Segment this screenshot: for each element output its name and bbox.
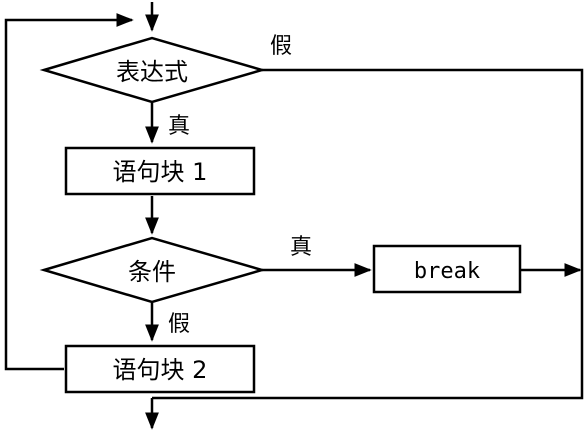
block1-label: 语句块 1 <box>113 158 208 186</box>
true-label-2: 真 <box>290 235 312 260</box>
block1-box <box>64 146 256 196</box>
block2-label: 语句块 2 <box>113 356 208 384</box>
true-label-1: 真 <box>168 114 190 139</box>
expression-label: 表达式 <box>116 58 188 86</box>
break-label: break <box>414 259 480 284</box>
loop-back-line <box>4 13 134 371</box>
false-label-2: 假 <box>168 312 190 337</box>
condition-label: 条件 <box>128 258 176 286</box>
false-top-label: 假 <box>270 34 292 59</box>
false-exit-line <box>152 68 584 400</box>
block2-box <box>64 344 256 394</box>
